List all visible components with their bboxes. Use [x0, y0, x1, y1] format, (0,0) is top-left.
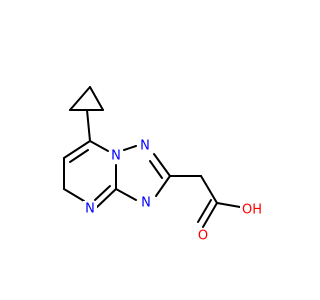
carbonyl-oxygen-label-bg: [196, 228, 210, 244]
bond-n3-c3a: [115, 188, 137, 201]
bond-c2-n3: [155, 175, 171, 197]
bond-c5-n4: [63, 188, 85, 202]
molecule-structure: N N N N O OH: [63, 86, 264, 244]
pyrimidine-ring: [63, 140, 117, 209]
n1-label-bg: [138, 138, 152, 154]
bond-c-oh: [216, 202, 241, 208]
bond-ch2-cooh: [200, 175, 218, 204]
bond-cp1-cp2: [69, 86, 91, 111]
bond-n1-c2-inner: [149, 160, 163, 179]
bond-c7-c6: [63, 140, 91, 159]
bond-cp2-cp3: [89, 86, 104, 111]
n4-label-bg: [83, 201, 97, 217]
atom-labels: N N N N O OH: [83, 138, 264, 244]
bond-carbonyl-inner: [197, 199, 212, 223]
hydroxyl-label-bg: [240, 202, 264, 218]
n3-label-bg: [139, 195, 153, 211]
n8-label-bg: [109, 148, 123, 164]
bond-cyclopropyl-c7: [86, 109, 91, 142]
bridgehead-nitrogen-label: N: [111, 149, 121, 164]
carbonyl-oxygen-label: O: [198, 229, 208, 244]
triazole-ring: [115, 145, 171, 201]
acetic-acid-chain: [169, 175, 241, 228]
triazole-nitrogen-3-label: N: [141, 196, 151, 211]
hydroxyl-label: OH: [242, 203, 262, 218]
bond-n8-n1: [123, 145, 137, 151]
bond-n8-c7: [89, 140, 109, 152]
bond-n4-c3a: [95, 188, 117, 209]
cyclopropyl-ring: [69, 86, 104, 111]
bond-carbonyl-outer: [202, 202, 218, 228]
bond-n1-c2: [153, 153, 171, 177]
pyrimidine-nitrogen-label: N: [85, 202, 95, 217]
bond-n4-c3a-inner: [94, 185, 111, 201]
bond-c7-c6-inner: [69, 149, 89, 163]
triazole-nitrogen-1-label: N: [140, 139, 150, 154]
